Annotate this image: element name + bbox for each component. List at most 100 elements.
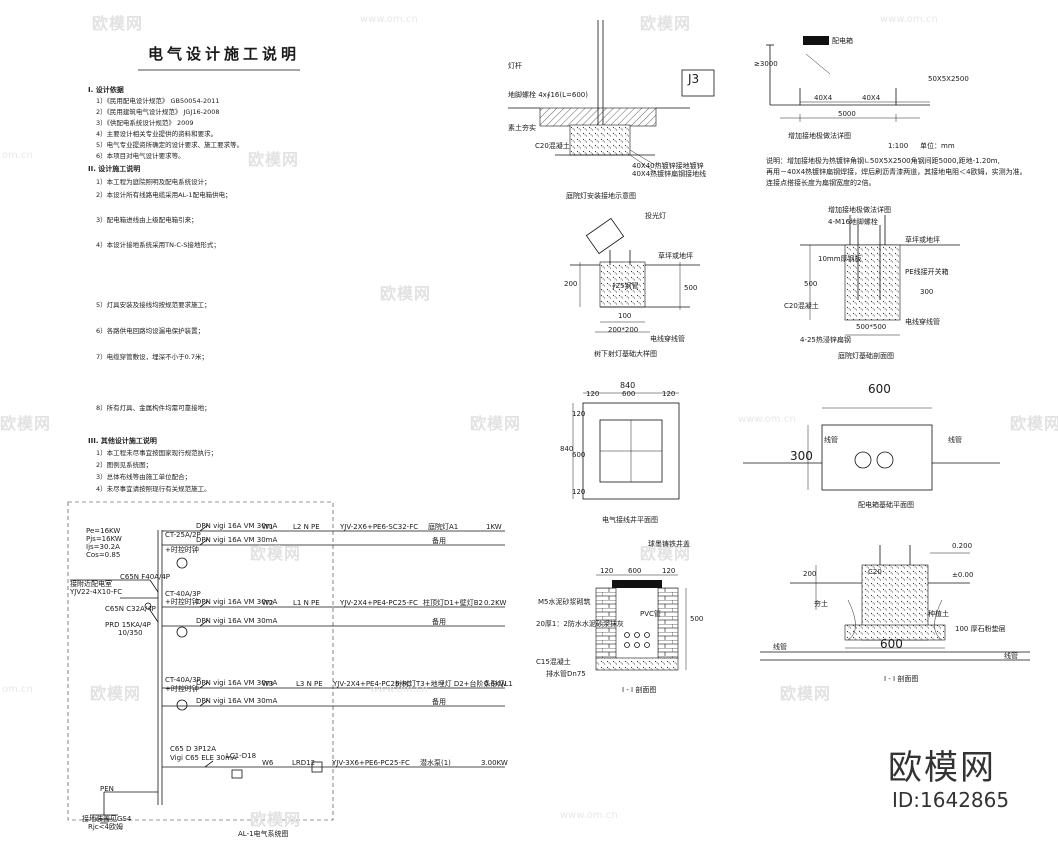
bsec-dim: 600 [880, 637, 903, 651]
well-dim: 120 [662, 390, 676, 398]
wsec-label: 20厚1：2防水水泥砂浆抹灰 [536, 620, 624, 628]
circuit-ct: CT-40A/3P [165, 590, 201, 598]
circuit-line: W3 [262, 680, 274, 688]
circuit-ct: +时控时钟 [165, 685, 199, 693]
box-label: 线管 [824, 436, 838, 444]
watermark-brand: 欧模网 [248, 150, 300, 169]
main-breaker: C65N F40A/4P [120, 573, 171, 581]
spd-spec: 10/350 [118, 629, 143, 637]
circuit-load: 0.6KW [484, 680, 507, 688]
circuit-load: 0.2KW [484, 599, 507, 607]
ground-note: 再用－40X4热镀锌扁钢焊接，焊后刷沥青漆两道，其接地电阻＜4欧姆，实测为准。 [766, 168, 1027, 176]
system-diagram [67, 501, 505, 824]
well-dim: 120 [572, 488, 586, 496]
notes-line: 6）本项目对电气设计要求等。 [96, 152, 185, 160]
wsec-label: C15混凝土 [536, 658, 571, 666]
wsec-dim: 120 [662, 567, 676, 575]
garden-base-detail [800, 215, 960, 336]
garden-dim: 300 [920, 288, 934, 296]
load-cos: Cos=0.85 [86, 551, 121, 559]
circuit-desc: 潜水泵(1) [420, 759, 451, 767]
wsec-label: 排水管Dn75 [546, 670, 586, 678]
notes-line: 1）《民用配电设计规范》 GB50054-2011 [96, 97, 220, 105]
notes-line: I. 设计依据 [88, 86, 124, 94]
watermark-url: www.om.cn [370, 684, 428, 695]
notes-line: II. 设计施工说明 [88, 165, 141, 173]
circuit-breaker: DPN vigi 16A VM 30mA [196, 536, 278, 544]
load-ijs: Ijs=30.2A [86, 543, 120, 551]
tree-dim: 200 [564, 280, 578, 288]
watermark-brand: 欧模网 [250, 544, 302, 563]
circuit-phase: L2 N PE [293, 523, 320, 531]
notes-line: 4）主要设计相关专业提供的资料和要求。 [96, 130, 218, 138]
watermark-brand: 欧模网 [380, 284, 432, 303]
notes-line: 7）电缆穿管敷设，埋深不小于0.7米； [96, 353, 208, 361]
circuit-breaker: DPN vigi 16A VM 30mA [196, 598, 278, 606]
wsec-dim: 600 [628, 567, 642, 575]
notes-line: 3）配电箱进线由上级配电箱引来； [96, 216, 198, 224]
lamp-label: 40X4热镀锌扁钢接地线 [632, 170, 707, 178]
ground-label: 配电箱 [832, 37, 853, 45]
meter-breaker: C65N C32A/4P [105, 605, 156, 613]
circuit-ct: +时控时钟 [165, 546, 199, 554]
circuit-ct: CT-25A/2P [165, 531, 201, 539]
wsec-caption: I - I 剖面图 [622, 686, 657, 694]
lamp-label: 40X40热镀锌接地镀锌 [632, 162, 704, 170]
bsec-label: 线管 [773, 643, 787, 651]
bsec-dim: ±0.00 [952, 571, 974, 579]
watermark-brand: 欧模网 [640, 14, 692, 33]
garden-label: PE线接开关箱 [905, 268, 949, 276]
ground-dim: 50X5X2500 [928, 75, 969, 83]
well-dim: 120 [572, 410, 586, 418]
watermark-brand: 欧模网 [90, 684, 142, 703]
bsec-label: 线管 [1004, 652, 1018, 660]
wsec-dim: 500 [690, 615, 704, 623]
well-section [595, 574, 687, 671]
ground-label: 接地装置见GS4 [82, 815, 132, 823]
circuit-line: W6 [262, 759, 274, 767]
bsec-dim: 200 [803, 570, 817, 578]
ground-dim: ≥3000 [754, 60, 778, 68]
notes-line: 3）总体布线等由施工单位配合； [96, 473, 192, 481]
box-plan [743, 407, 1000, 491]
box-dim: 300 [790, 449, 813, 463]
tree-label: 草坪或地坪 [658, 252, 693, 260]
model-id: ID:1642865 [892, 788, 1010, 812]
box-caption: 配电箱基础平面图 [858, 501, 914, 509]
watermark-brand: 欧模网 [640, 544, 692, 563]
circuit-desc: 柱顶灯D1+壁灯B2 [423, 599, 483, 607]
incoming-source: 接附近配电室 [70, 580, 112, 588]
watermark-url: www.om.cn [560, 810, 618, 821]
load-pjs: Pjs=16KW [86, 535, 122, 543]
garden-label: 4-M16地脚螺栓 [828, 218, 878, 226]
tree-dim: 500 [684, 284, 698, 292]
spd-label: PRD 15KA/4P [105, 621, 151, 629]
circuit-phase: L1 N PE [293, 599, 320, 607]
watermark-url: om.cn [2, 150, 33, 161]
circuit-ct: CT-40A/3P [165, 676, 201, 684]
watermark-brand: 欧模网 [0, 414, 52, 433]
bsec-label: 100 厚石粉垫层 [955, 625, 1006, 633]
box-dim: 600 [868, 382, 891, 396]
notes-line: 3）《供配电系统设计规范》 2009 [96, 119, 194, 127]
garden-label: 电线穿线管 [905, 318, 940, 326]
circuit-line: W2 [262, 599, 274, 607]
circuit-cable: YJV-2X6+PE6-SC32-FC [340, 523, 419, 531]
brand-logo: 欧模网 [888, 748, 996, 788]
grounding-detail [766, 36, 930, 122]
lamp-label: 素土夯实 [508, 124, 536, 132]
watermark-url: www.om.cn [738, 414, 796, 425]
bsec-label: 夯土 [814, 600, 828, 608]
ground-dim: 5000 [838, 110, 856, 118]
circuit-cable: YJV-3X6+PE6-PC25-FC [332, 759, 410, 767]
pen-label: PEN [100, 785, 114, 793]
contactor-label: LC1-D18 [226, 752, 257, 760]
notes-line: 2）《民用建筑电气设计规范》 JGJ16-2008 [96, 108, 220, 116]
notes-line: III. 其他设计施工说明 [88, 437, 157, 445]
tree-dim: 200*200 [608, 326, 639, 334]
lamp-label: 灯杆 [508, 62, 522, 70]
box-section [760, 545, 1030, 661]
circuit-phase: LRD12 [292, 759, 316, 767]
notes-line: 2）图例见系统图； [96, 461, 153, 469]
